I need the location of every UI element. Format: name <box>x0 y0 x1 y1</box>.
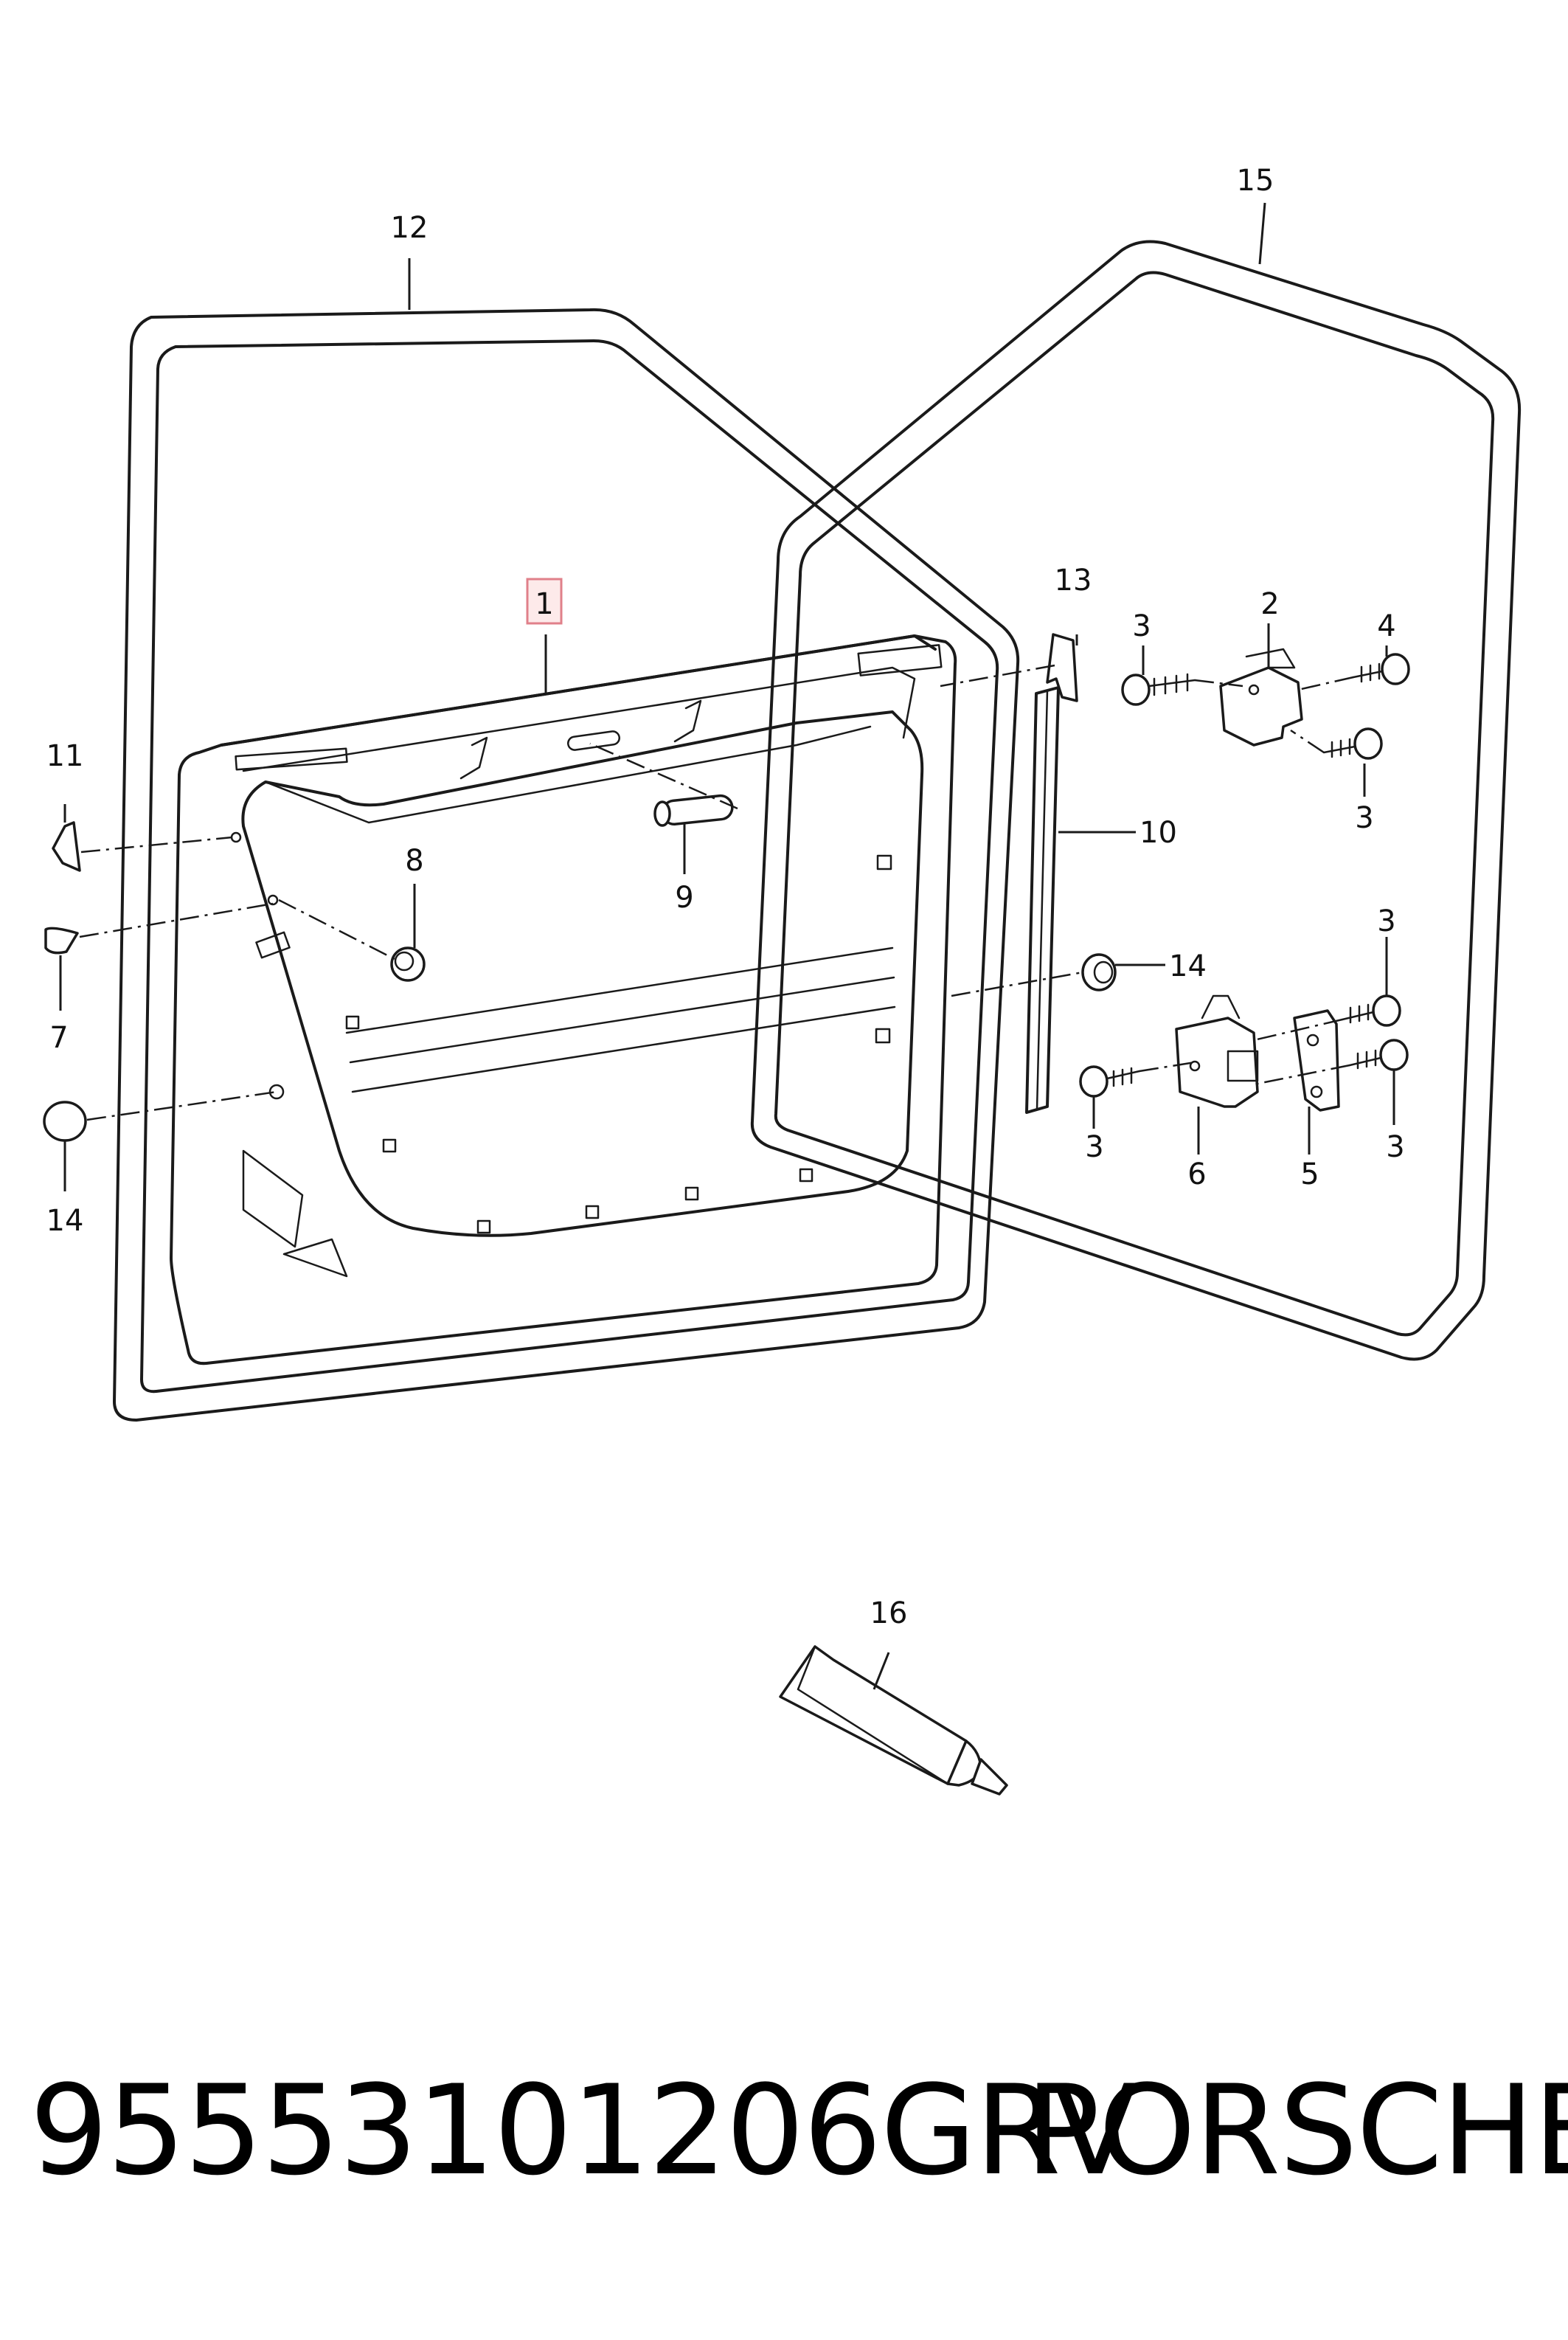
highlight-box-1 <box>526 578 563 625</box>
callout-14-left: 14 <box>46 1204 84 1238</box>
pin-9 <box>653 794 734 827</box>
clip-7 <box>44 927 79 955</box>
door-seal-15 <box>750 240 1522 1361</box>
grommet-14-right <box>1081 953 1117 991</box>
callout-6: 6 <box>1187 1157 1206 1191</box>
callout-12: 12 <box>391 211 429 245</box>
callout-3-e: 3 <box>1386 1130 1404 1164</box>
callout-4: 4 <box>1377 609 1395 643</box>
assembly-lines <box>79 664 1354 1121</box>
plug-8 <box>390 946 426 982</box>
callout-5: 5 <box>1300 1157 1319 1191</box>
bolt-3-b <box>1322 727 1383 760</box>
callout-14-right: 14 <box>1169 949 1207 983</box>
bolt-3-a <box>1121 673 1196 706</box>
callout-9: 9 <box>675 881 693 915</box>
bolt-3-d <box>1348 1039 1409 1071</box>
clip-11 <box>52 821 81 872</box>
leader-lines <box>59 202 1395 1690</box>
grommet-14-left <box>43 1101 87 1142</box>
callout-labels: 1 2 3 3 3 3 3 3 4 5 6 7 8 9 10 11 12 13 … <box>46 164 1405 1630</box>
hinge-5 <box>1293 1009 1340 1112</box>
callout-13: 13 <box>1055 564 1092 598</box>
callout-3-a: 3 <box>1132 609 1151 643</box>
hinge-6 <box>1175 994 1259 1108</box>
seal-strip-10 <box>1025 686 1060 1114</box>
callout-3-d: 3 <box>1085 1130 1103 1164</box>
callout-2: 2 <box>1260 587 1279 621</box>
door-seal-12 <box>113 308 1020 1422</box>
callout-7: 7 <box>49 1021 68 1055</box>
door-inner-panel-1 <box>170 634 957 1365</box>
callout-10: 10 <box>1139 816 1177 850</box>
callout-11: 11 <box>46 739 84 773</box>
bolt-3-e <box>1079 1065 1141 1098</box>
callout-16: 16 <box>870 1596 908 1630</box>
door-exploded-diagram: 1 2 3 3 3 3 3 3 4 5 6 7 8 9 10 11 12 13 … <box>43 164 1522 1796</box>
bolt-4 <box>1352 653 1410 685</box>
callout-3-b: 3 <box>1355 801 1373 835</box>
brand-name: PORSCHE <box>1025 2058 1568 2203</box>
callout-8: 8 <box>405 844 423 878</box>
tube-16 <box>779 1645 1008 1796</box>
hinge-2 <box>1219 648 1303 747</box>
bolt-3-c <box>1341 994 1401 1027</box>
callout-3-c: 3 <box>1377 904 1395 938</box>
part-number: 95553101206GRV <box>30 2058 1137 2203</box>
callout-1: 1 <box>535 587 553 621</box>
bracket-13 <box>1046 633 1078 702</box>
callout-15: 15 <box>1237 164 1274 198</box>
footer: 95553101206GRV PORSCHE <box>0 2058 1568 2220</box>
